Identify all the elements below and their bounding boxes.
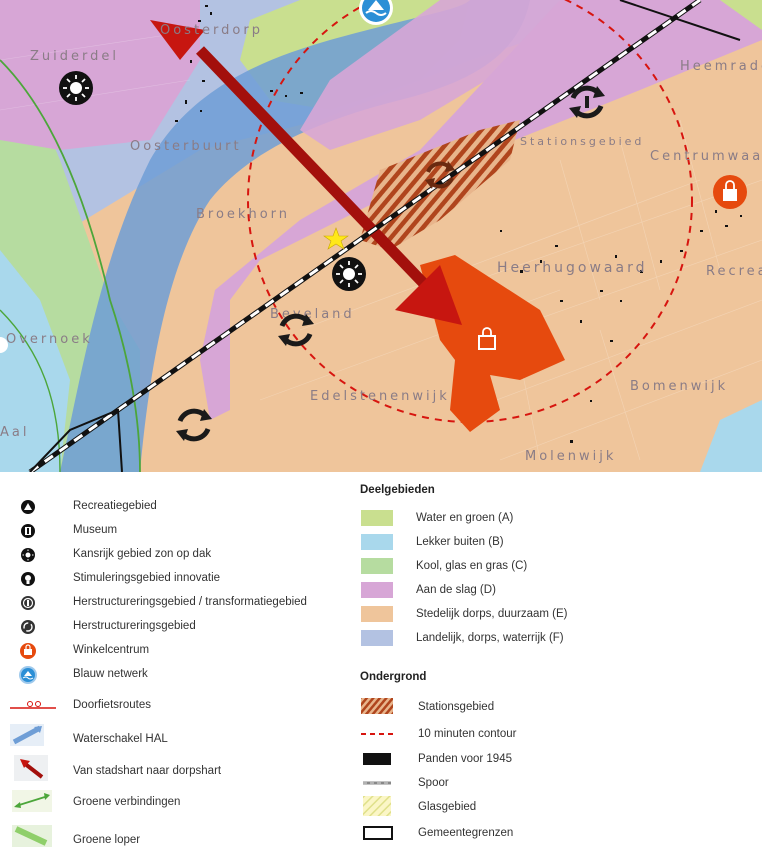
- legend-label: Museum: [73, 524, 118, 536]
- shopping-icon[interactable]: [713, 175, 747, 209]
- restructure-icon[interactable]: [278, 313, 314, 347]
- legend-label: Glasgebied: [418, 801, 477, 813]
- legend-label: Blauw netwerk: [73, 668, 148, 680]
- restructure-icon[interactable]: [176, 408, 212, 442]
- label-zuiderdel: Zuiderdel: [30, 49, 119, 64]
- legend-label: Kool, glas en gras (C): [416, 560, 528, 572]
- legend-label: Winkelcentrum: [73, 644, 150, 656]
- swatch-landelijk: [361, 630, 393, 646]
- swatch-stedelijk: [361, 606, 393, 622]
- water-network-icon[interactable]: [359, 0, 393, 25]
- area-water-groen-ne: [720, 0, 762, 30]
- restructure-icon: [21, 620, 35, 634]
- green-border-line-2: [0, 309, 61, 472]
- boundary-icon: [363, 826, 393, 840]
- shopping-icon: [20, 643, 36, 659]
- area-aan-de-slag-north: [0, 0, 200, 150]
- glass-icon: [363, 796, 391, 816]
- legend-label: Aan de slag (D): [416, 584, 496, 596]
- city-village-arrow-icon: [14, 755, 48, 781]
- green-connection-icon: [12, 790, 52, 812]
- legend-label: Spoor: [418, 777, 449, 789]
- lightbulb-icon: [21, 572, 35, 586]
- transform-icon: [21, 596, 35, 610]
- legend-label: Groene verbindingen: [73, 796, 181, 808]
- legend-label: Herstructureringsgebied / transformatieg…: [73, 596, 307, 608]
- legend-label: Kansrijk gebied zon op dak: [73, 548, 212, 560]
- legend-label: Stedelijk dorps, duurzaam (E): [416, 608, 568, 620]
- municipal-boundary: [29, 408, 123, 472]
- label-molenwijk: Molenwijk: [525, 449, 616, 464]
- area-aan-de-slag-rail: [200, 0, 762, 420]
- label-heerhugowaard: Heerhugowaard: [497, 260, 647, 276]
- map-panel[interactable]: Zuiderdel Oosterdorp Oosterbuurt Broekho…: [0, 0, 762, 472]
- swatch-water-groen: [361, 510, 393, 526]
- label-recreatie: Recreatie: [706, 264, 762, 279]
- swatch-aan-de-slag: [361, 582, 393, 598]
- legend-label: Van stadshart naar dorpshart: [73, 765, 222, 777]
- swatch-lekker-buiten: [361, 534, 393, 550]
- label-overnoek: Overnoek: [6, 332, 93, 347]
- transform-icon[interactable]: [569, 85, 605, 119]
- legend-label: Stimuleringsgebied innovatie: [73, 572, 221, 584]
- legend-label: Recreatiegebied: [73, 500, 157, 512]
- label-oosterdorp: Oosterdorp: [160, 23, 263, 38]
- water-network-icon: [19, 666, 37, 684]
- area-lekker-buiten-se: [700, 400, 762, 472]
- area-lekker-buiten: [0, 250, 70, 472]
- black-block-icon: [363, 753, 391, 765]
- legend-label: Groene loper: [73, 834, 141, 846]
- legend-label: Panden voor 1945: [418, 753, 512, 765]
- label-aal: Aal: [0, 425, 29, 440]
- legend-label: Gemeentegrenzen: [418, 827, 514, 839]
- green-carpet-icon: [12, 825, 52, 847]
- label-oosterbuurt: Oosterbuurt: [130, 139, 242, 154]
- shopping-icon[interactable]: [478, 327, 496, 350]
- area-aan-de-slag-mid: [300, 0, 560, 150]
- legend-label: 10 minuten contour: [418, 728, 517, 740]
- label-edelstenenwijk: Edelstenenwijk: [310, 389, 450, 404]
- label-centrumwaard: Centrumwaard: [650, 149, 762, 164]
- legend-label: Landelijk, dorps, waterrijk (F): [416, 632, 564, 644]
- sun-icon[interactable]: [332, 257, 366, 291]
- sun-icon: [21, 548, 35, 562]
- label-heemraden: Heemraden: [680, 59, 762, 74]
- deelgebieden-heading: Deelgebieden: [360, 484, 435, 496]
- station-star-icon: [323, 227, 349, 250]
- railway: [28, 0, 702, 472]
- water-link-icon: [10, 724, 44, 746]
- legend-label: Doorfietsroutes: [73, 699, 151, 711]
- legend-label: Lekker buiten (B): [416, 536, 504, 548]
- green-border-line: [0, 59, 141, 472]
- ten-minute-contour: [247, 0, 693, 423]
- label-stationsgebied: Stationsgebied: [520, 135, 644, 148]
- shopping-center-area: [420, 255, 565, 432]
- recreation-icon: [21, 500, 35, 514]
- restructure-icon[interactable]: [425, 161, 455, 189]
- label-broekhorn: Broekhorn: [196, 207, 290, 222]
- ondergrond-heading: Ondergrond: [360, 671, 427, 683]
- legend-label: Waterschakel HAL: [73, 733, 168, 745]
- swatch-kool-glas-gras: [361, 558, 393, 574]
- edge-marker: [0, 337, 8, 353]
- legend-label: Herstructureringsgebied: [73, 620, 196, 632]
- legend-panel: Recreatiegebied Museum Kansrijk gebied z…: [0, 472, 762, 859]
- historic-buildings: [175, 5, 742, 443]
- municipal-boundary-ne: [619, 0, 741, 41]
- map-canvas[interactable]: Zuiderdel Oosterdorp Oosterbuurt Broekho…: [0, 0, 762, 472]
- museum-icon: [21, 524, 35, 538]
- hatch-icon: [361, 698, 393, 714]
- city-village-arrow: [150, 20, 462, 325]
- legend-symbols: [10, 500, 393, 847]
- legend-label: Stationsgebied: [418, 701, 495, 713]
- label-bomenwijk: Bomenwijk: [630, 379, 728, 394]
- sun-icon[interactable]: [59, 71, 93, 105]
- legend-label: Water en groen (A): [416, 512, 514, 524]
- bike-route-icon: [10, 701, 56, 709]
